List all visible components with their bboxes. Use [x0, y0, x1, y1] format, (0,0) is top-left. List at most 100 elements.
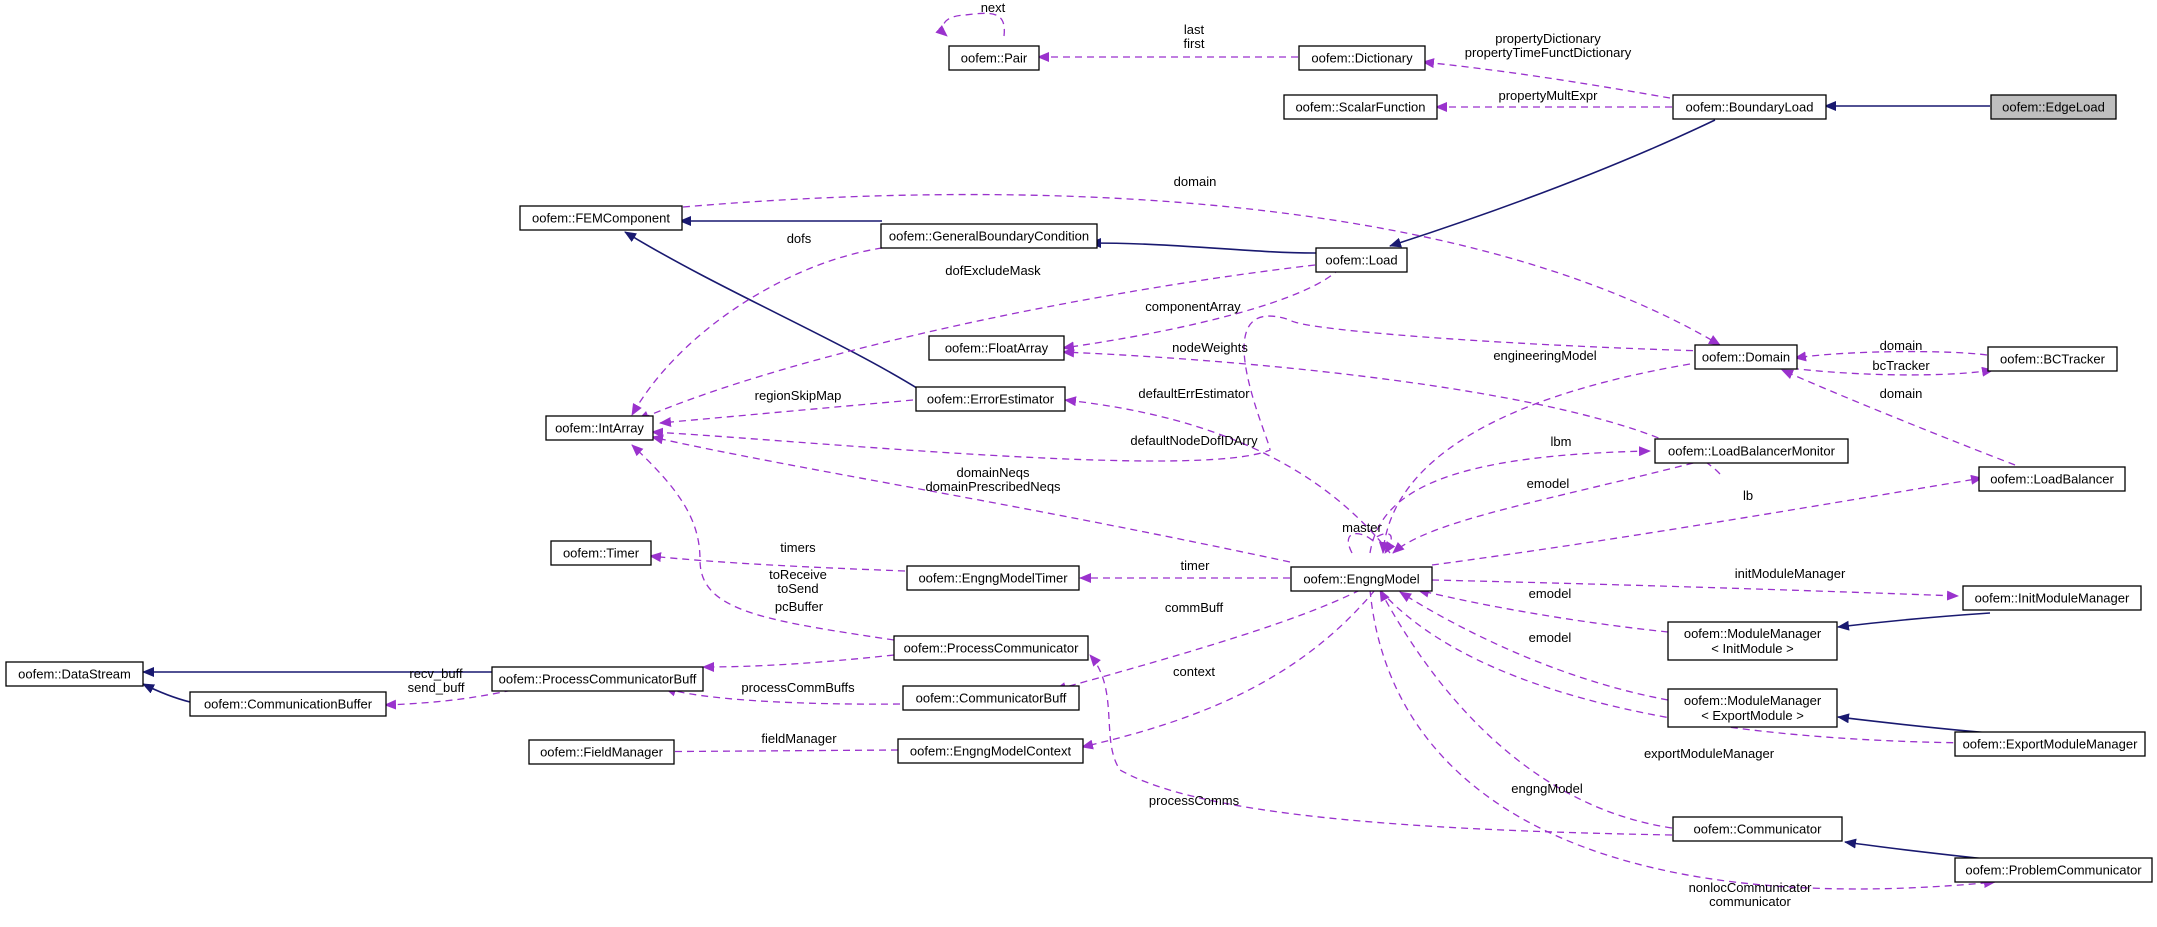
- errorestimator-inherits-femcomponent-edge: [624, 231, 921, 391]
- class-node-label: oofem::Timer: [563, 546, 640, 561]
- edge-label-commbuff: commBuff: [1165, 600, 1224, 615]
- class-node-label: oofem::Communicator: [1694, 822, 1823, 837]
- edge-label-context: context: [1173, 664, 1215, 679]
- processcommunicator-to-intarray-edge: [631, 444, 895, 641]
- edge-label-processcommbuffs: processCommBuffs: [741, 680, 855, 695]
- edge-label-timer-lbl: timer: [1181, 558, 1211, 573]
- edge-label-lb: lb: [1743, 488, 1753, 503]
- class-node-lbmonitor[interactable]: oofem::LoadBalancerMonitor: [1654, 438, 1849, 464]
- class-node-label: < ExportModule >: [1701, 708, 1804, 723]
- class-node-domain[interactable]: oofem::Domain: [1694, 344, 1798, 370]
- class-node-label: oofem::ProcessCommunicator: [904, 641, 1080, 656]
- class-node-box: [5, 661, 144, 687]
- edge-label-dofexclude: dofExcludeMask: [945, 263, 1041, 278]
- class-node-errorestimator[interactable]: oofem::ErrorEstimator: [915, 386, 1066, 412]
- class-node-box: [1990, 94, 2117, 120]
- class-node-initmodulemanager[interactable]: oofem::InitModuleManager: [1962, 585, 2142, 611]
- class-node-dictionary[interactable]: oofem::Dictionary: [1298, 45, 1426, 71]
- engngmodel-to-lbmonitor-edge: [1369, 446, 1651, 554]
- class-node-timer[interactable]: oofem::Timer: [550, 540, 652, 566]
- class-node-label: oofem::ModuleManager: [1684, 626, 1822, 641]
- class-node-box: [1672, 94, 1827, 120]
- class-node-label: oofem::ProblemCommunicator: [1965, 863, 2142, 878]
- class-node-problemcommunicator[interactable]: oofem::ProblemCommunicator: [1954, 857, 2153, 883]
- edge-label-propdict: propertyTimeFunctDictionary: [1465, 45, 1632, 60]
- class-node-engngmodel[interactable]: oofem::EngngModel: [1290, 566, 1433, 592]
- mmexport-to-engngmodel-edge: [1399, 591, 1669, 701]
- class-node-processcommunicator[interactable]: oofem::ProcessCommunicator: [893, 635, 1089, 661]
- class-node-box: [1290, 566, 1433, 592]
- edge-label-nonloc: communicator: [1709, 894, 1791, 909]
- class-node-box: [948, 45, 1040, 71]
- class-node-label: oofem::FloatArray: [945, 341, 1049, 356]
- edge-label-lastfirst: first: [1184, 36, 1205, 51]
- edge-label-propdict: propertyDictionary: [1495, 31, 1601, 46]
- class-node-exportmodulemanager[interactable]: oofem::ExportModuleManager: [1954, 731, 2146, 757]
- edge-label-lastfirst: last: [1184, 22, 1205, 37]
- class-node-box: [1654, 438, 1849, 464]
- class-node-label: oofem::Domain: [1702, 350, 1790, 365]
- class-node-edgeload[interactable]: oofem::EdgeLoad: [1990, 94, 2117, 120]
- class-node-intarray[interactable]: oofem::IntArray: [545, 415, 654, 441]
- class-node-label: oofem::Pair: [961, 51, 1028, 66]
- domain-to-intarray-defaultnodedof-edge: [651, 315, 1706, 462]
- edge-label-emodel2: emodel: [1529, 586, 1572, 601]
- class-node-mm-init[interactable]: oofem::ModuleManager< InitModule >: [1667, 621, 1838, 661]
- class-node-box: [1954, 857, 2153, 883]
- edge-label-regionskip: regionSkipMap: [755, 388, 842, 403]
- class-node-engngmodeltimer[interactable]: oofem::EngngModelTimer: [906, 565, 1080, 591]
- class-node-scalarfunction[interactable]: oofem::ScalarFunction: [1283, 94, 1438, 120]
- edge-label-processcomms: processComms: [1149, 793, 1240, 808]
- exportmm-inherits-mmexport-edge: [1837, 713, 1991, 734]
- class-node-box: [902, 685, 1080, 711]
- edge-label-domain2: domain: [1880, 338, 1923, 353]
- class-node-box: [893, 635, 1089, 661]
- mminit-to-engngmodel-edge: [1417, 587, 1669, 633]
- class-node-communicatorbuff[interactable]: oofem::CommunicatorBuff: [902, 685, 1080, 711]
- class-node-label: oofem::FieldManager: [540, 745, 664, 760]
- communicatorbuff-to-pcbuff-edge: [664, 686, 901, 705]
- edge-label-lbm: lbm: [1551, 434, 1572, 449]
- edge-label-domain1: domain: [1174, 174, 1217, 189]
- engngmodel-to-exportmm-edge: [1379, 589, 1976, 748]
- class-node-pair[interactable]: oofem::Pair: [948, 45, 1040, 71]
- class-node-box: [1962, 585, 2142, 611]
- processcommunicator-to-pcbuff-edge: [702, 654, 895, 672]
- class-node-gbc[interactable]: oofem::GeneralBoundaryCondition: [880, 223, 1098, 249]
- class-node-load[interactable]: oofem::Load: [1315, 247, 1408, 273]
- edge-label-defaulterr: defaultErrEstimator: [1138, 386, 1250, 401]
- edge-label-propmult: propertyMultExpr: [1499, 88, 1599, 103]
- class-node-label: oofem::ExportModuleManager: [1963, 737, 2139, 752]
- communicator-to-processcommunicator-edge: [1089, 654, 1673, 836]
- class-node-mm-export[interactable]: oofem::ModuleManager< ExportModule >: [1667, 688, 1838, 728]
- class-node-label: oofem::FEMComponent: [532, 211, 670, 226]
- class-node-box: [906, 565, 1080, 591]
- class-node-femcomponent[interactable]: oofem::FEMComponent: [519, 205, 683, 231]
- edge-label-initmm: initModuleManager: [1735, 566, 1846, 581]
- class-node-bctracker[interactable]: oofem::BCTracker: [1987, 346, 2118, 372]
- class-node-communicationbuffer[interactable]: oofem::CommunicationBuffer: [189, 691, 387, 717]
- class-node-label: oofem::Dictionary: [1311, 51, 1413, 66]
- engngmodel-to-intarray-edge: [651, 434, 1291, 563]
- class-node-label: oofem::LoadBalancerMonitor: [1668, 444, 1836, 459]
- class-node-label: oofem::EngngModelContext: [910, 744, 1072, 759]
- class-node-boundaryload[interactable]: oofem::BoundaryLoad: [1672, 94, 1827, 120]
- edge-label-timers: timers: [780, 540, 816, 555]
- lbmonitor-to-floatarray-edge: [1062, 347, 1721, 475]
- boundaryload-to-dictionary-edge: [1422, 58, 1671, 99]
- class-node-label: oofem::IntArray: [555, 421, 644, 436]
- edge-label-toreceive: toReceive: [769, 567, 827, 582]
- class-node-datastream[interactable]: oofem::DataStream: [5, 661, 144, 687]
- class-node-loadbalancer[interactable]: oofem::LoadBalancer: [1978, 466, 2126, 492]
- class-node-fieldmanager[interactable]: oofem::FieldManager: [528, 739, 675, 765]
- class-node-floatarray[interactable]: oofem::FloatArray: [928, 335, 1065, 361]
- edge-label-pcbuffer: pcBuffer: [775, 599, 824, 614]
- class-node-communicator[interactable]: oofem::Communicator: [1672, 816, 1843, 842]
- engngmodel-to-communicatorbuff-edge: [1054, 589, 1361, 692]
- class-node-pcbuff[interactable]: oofem::ProcessCommunicatorBuff: [491, 666, 704, 692]
- edge-layer: [142, 12, 2016, 890]
- class-node-engngmodelcontext[interactable]: oofem::EngngModelContext: [897, 738, 1084, 764]
- class-node-box: [528, 739, 675, 765]
